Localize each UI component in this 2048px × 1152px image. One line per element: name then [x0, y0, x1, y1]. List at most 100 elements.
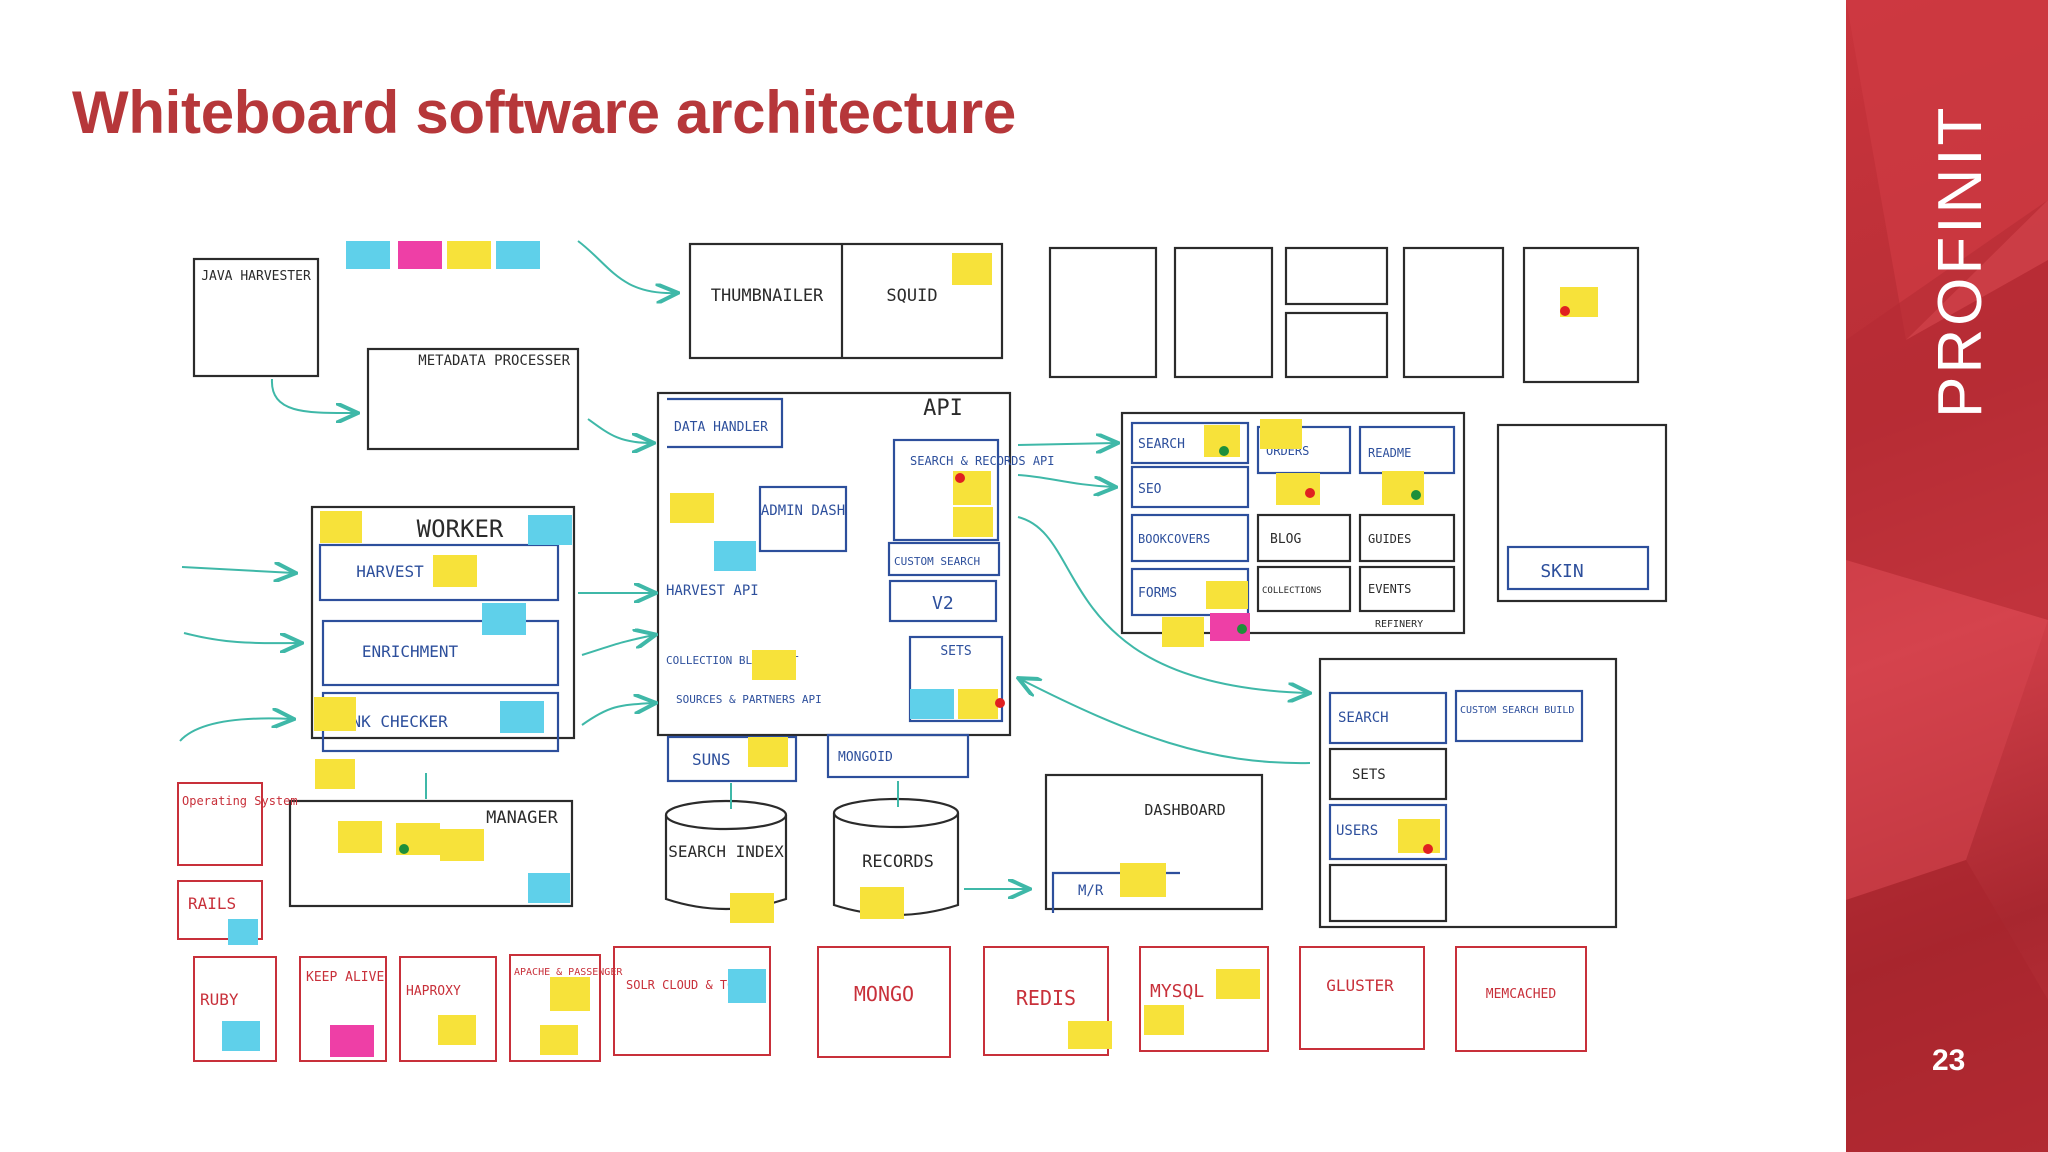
infra-mysql-label: MYSQL: [1150, 981, 1204, 1002]
search-app-box: [1318, 657, 1618, 929]
frontend-bookcovers-label: BOOKCOVERS: [1138, 532, 1210, 546]
sticky-note: [910, 689, 954, 719]
infra-box: [399, 956, 497, 1062]
sticky-note: [952, 253, 992, 285]
infra-mongo-label: MONGO: [854, 982, 914, 1006]
placeholder-box: [1173, 246, 1274, 379]
slide-title: Whiteboard software architecture: [72, 79, 1016, 146]
search-app-users-label: USERS: [1336, 823, 1378, 839]
frontend-guides-label: GUIDES: [1368, 532, 1411, 546]
green-dot: [1411, 490, 1421, 500]
search-index-label: SEARCH INDEX: [668, 842, 784, 861]
skin-box: [1496, 423, 1668, 603]
brand-logo: PROFINIT: [1926, 104, 1995, 418]
java-harvester-label: JAVA HARVESTER: [201, 269, 311, 284]
placeholder-box: [1402, 246, 1505, 379]
mongoid-label: MONGOID: [838, 750, 893, 765]
sticky-note: [338, 821, 382, 853]
sets-label: SETS: [940, 644, 971, 659]
infra-gluster-label: GLUSTER: [1326, 976, 1394, 995]
flow-arrows: [179, 240, 1310, 889]
infra-redis-label: REDIS: [1016, 986, 1076, 1010]
sticky-note: [714, 541, 756, 571]
infra-box: [299, 956, 387, 1062]
v2-label: V2: [932, 593, 954, 614]
enrichment-label: ENRICHMENT: [362, 642, 459, 661]
red-dot: [1560, 306, 1570, 316]
metadata-processer-label: METADATA PROCESSER: [418, 353, 570, 369]
sunspot-label: SUNS: [692, 750, 731, 769]
mongoid-box: [826, 733, 970, 779]
sticky-note: [1216, 969, 1260, 999]
data-handler-label: DATA HANDLER: [674, 420, 768, 435]
infra-keep-alive-label: KEEP ALIVE: [306, 970, 384, 985]
sticky-note: [433, 555, 477, 587]
custom-search-label: CUSTOM SEARCH: [894, 555, 980, 568]
sticky-note: [346, 241, 390, 269]
infra-memcached-label: MEMCACHED: [1486, 987, 1557, 1002]
infra-box: [509, 954, 601, 1062]
sticky-note: [1144, 1005, 1184, 1035]
sticky-note: [447, 241, 491, 269]
connector-lines: [425, 773, 899, 809]
squid-label: SQUID: [886, 286, 937, 306]
sticky-note: [528, 873, 570, 903]
sunspot-box: [666, 735, 798, 783]
sticky-note: [315, 759, 355, 789]
sticky-note: [540, 1025, 578, 1055]
sticky-note: [528, 515, 572, 545]
page-number: 23: [1932, 1044, 1966, 1077]
infra-ruby-label: RUBY: [200, 990, 239, 1009]
harvest-api-label: HARVEST API: [666, 583, 759, 599]
infra-box: [1299, 946, 1425, 1050]
sticky-note: [1068, 1021, 1112, 1049]
records-label: RECORDS: [862, 852, 934, 872]
frontend-collections-label: COLLECTIONS: [1262, 586, 1322, 596]
sticky-note: [953, 507, 993, 537]
thumbnailer-squid-box: [688, 242, 1004, 360]
frontend-blog-label: BLOG: [1270, 532, 1301, 547]
sticky-note: [320, 511, 362, 543]
search-app-sets-label: SETS: [1352, 767, 1386, 783]
operating-system-label: Operating System: [182, 794, 298, 808]
sticky-note: [670, 493, 714, 523]
sticky-note: [228, 919, 258, 945]
custom-search-box: [887, 541, 1001, 577]
manager-label: MANAGER: [486, 808, 558, 828]
frontend-forms-label: FORMS: [1138, 586, 1177, 601]
link-checker-label: LINK CHECKER: [332, 712, 448, 731]
infra-apache-passenger-label: APACHE & PASSENGER: [514, 967, 623, 978]
dashboard-label: DASHBOARD: [1144, 801, 1225, 819]
green-dot: [1219, 446, 1229, 456]
metadata-processer-box: [366, 347, 580, 451]
sticky-note: [1260, 419, 1302, 449]
java-harvester-box: [192, 257, 320, 378]
admin-dash-box: [758, 485, 848, 553]
rails-box: [177, 880, 263, 940]
placeholder-box: [1522, 246, 1640, 384]
search-app-custom-search-build-label: CUSTOM SEARCH BUILD: [1460, 705, 1574, 716]
red-dot: [1305, 488, 1315, 498]
band-facets: [1846, 0, 2048, 1152]
frontend-events-label: EVENTS: [1368, 582, 1411, 596]
sticky-note: [730, 893, 774, 923]
infra-box: [193, 956, 277, 1062]
red-dot: [1423, 844, 1433, 854]
sticky-note: [438, 1015, 476, 1045]
frontend-box: [1120, 411, 1466, 635]
manager-box: [288, 799, 574, 908]
placeholder-box: [1284, 311, 1389, 379]
sticky-note: [440, 829, 484, 861]
sticky-note: [398, 241, 442, 269]
infra-haproxy-label: HAPROXY: [406, 984, 461, 999]
brand-band: [1846, 0, 2048, 1152]
search-records-api-label: SEARCH & RECORDS API: [910, 454, 1055, 468]
red-dot: [955, 473, 965, 483]
sets-box: [908, 635, 1004, 723]
infra-box: [613, 946, 771, 1056]
skin-label: SKIN: [1540, 561, 1583, 582]
sticky-note: [314, 697, 356, 731]
whiteboard-diagram: JAVA HARVESTER METADATA PROCESSER THUMBN…: [177, 240, 1668, 1062]
admin-dash-label: ADMIN DASH: [761, 503, 845, 519]
sticky-note: [482, 603, 526, 635]
